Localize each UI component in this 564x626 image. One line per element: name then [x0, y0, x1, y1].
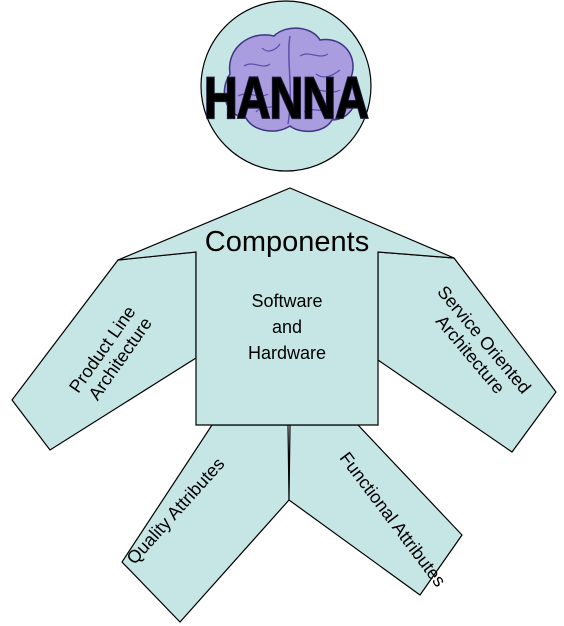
torso-title: Components — [205, 226, 369, 258]
head: HANNA — [200, 0, 372, 172]
hanna-logo-text: HANNA — [204, 66, 368, 131]
torso-body-line-3: Hardware — [248, 343, 326, 363]
right-leg: Functional Attributes — [288, 424, 463, 596]
torso-shape — [117, 187, 455, 426]
left-leg: Quality Attributes — [121, 424, 290, 623]
left-arm: Product Line Architecture — [11, 251, 197, 451]
torso: Components Software and Hardware — [117, 187, 455, 426]
left-leg-arrow — [121, 424, 290, 623]
torso-body-line-1: Software — [251, 291, 322, 311]
brain-icon — [223, 27, 358, 133]
torso-body-line-2: and — [272, 317, 302, 337]
right-arm: Service Oriented Architecture — [377, 251, 557, 453]
